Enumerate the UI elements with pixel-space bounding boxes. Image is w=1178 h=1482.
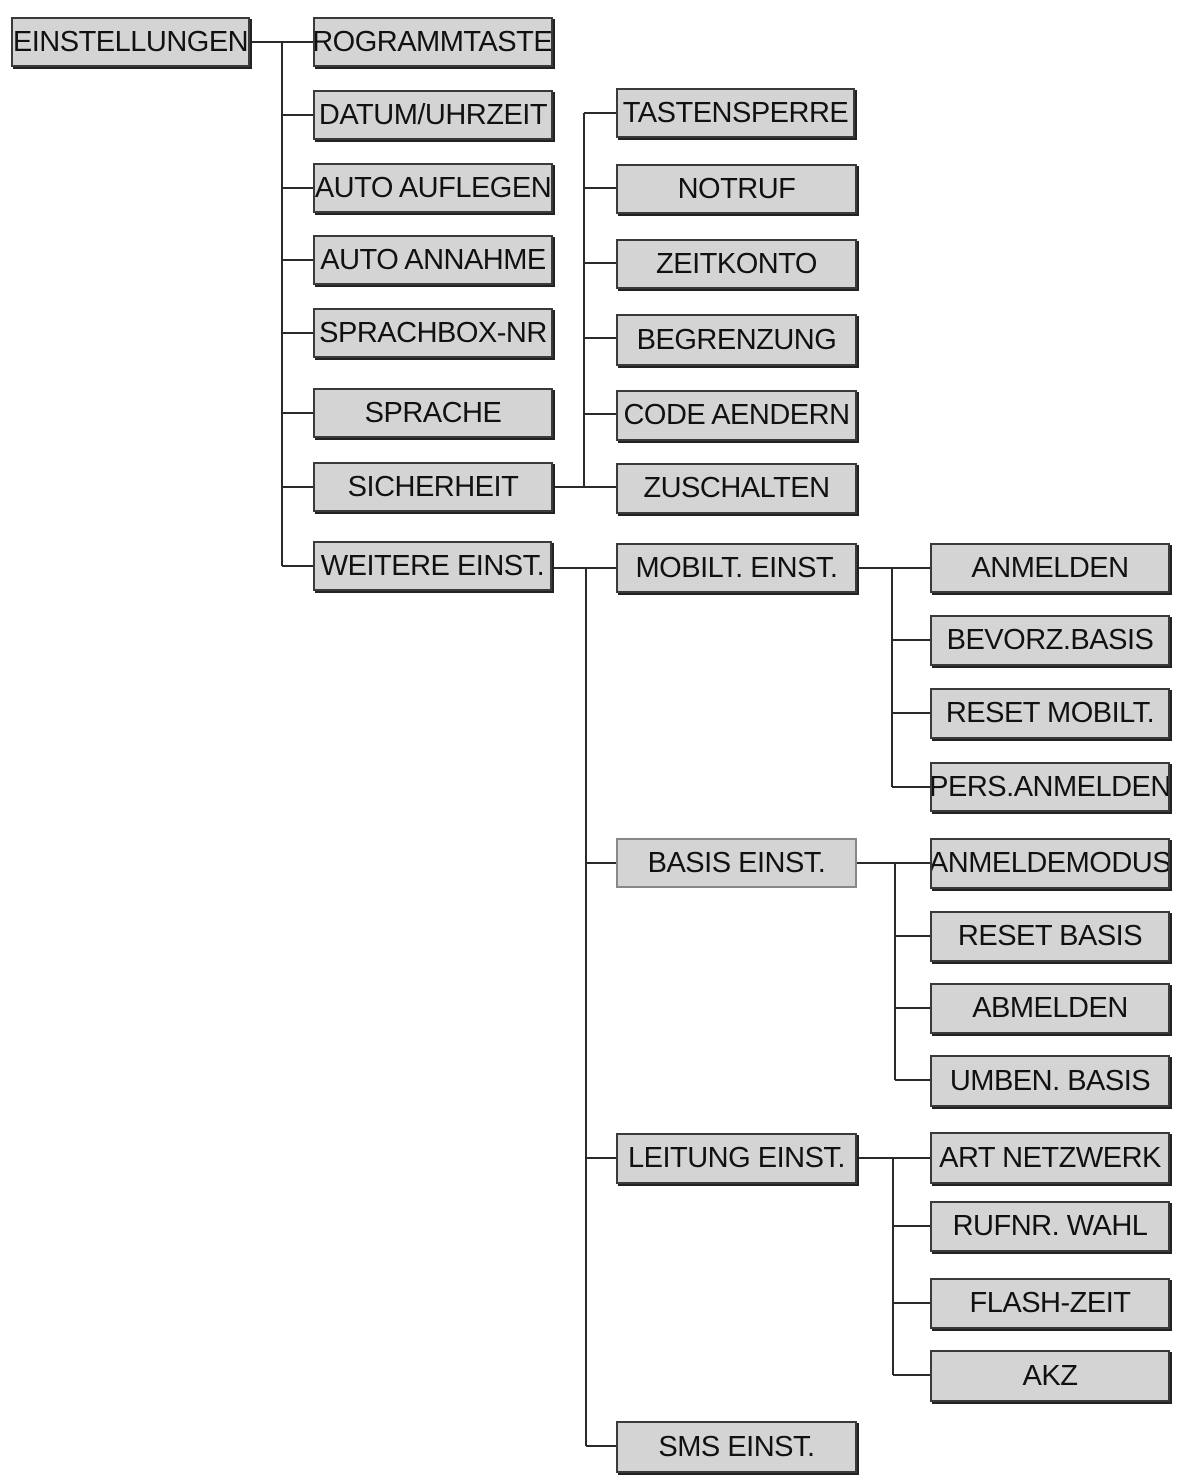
node-sprache: SPRACHE — [313, 388, 553, 438]
node-mobilt-einst: MOBILT. EINST. — [616, 543, 857, 593]
node-akz: AKZ — [930, 1350, 1170, 1402]
node-notruf: NOTRUF — [616, 164, 857, 214]
node-art-netzwerk: ART NETZWERK — [930, 1132, 1170, 1184]
node-pers-anmelden: PERS.ANMELDEN — [930, 762, 1170, 812]
node-tastensperre: TASTENSPERRE — [616, 88, 855, 138]
node-begrenzung: BEGRENZUNG — [616, 314, 857, 366]
node-datum-uhrzeit: DATUM/UHRZEIT — [313, 90, 553, 140]
node-sicherheit: SICHERHEIT — [313, 462, 553, 512]
node-flash-zeit: FLASH-ZEIT — [930, 1278, 1170, 1329]
node-sms-einst: SMS EINST. — [616, 1421, 857, 1473]
node-weitere-einst: WEITERE EINST. — [313, 541, 552, 591]
node-reset-basis: RESET BASIS — [930, 911, 1170, 962]
node-sprachbox-nr: SPRACHBOX-NR — [313, 308, 553, 358]
node-bevorz-basis: BEVORZ.BASIS — [930, 615, 1170, 666]
node-basis-einst: BASIS EINST. — [616, 838, 857, 888]
node-rufnr-wahl: RUFNR. WAHL — [930, 1201, 1170, 1252]
node-auto-annahme: AUTO ANNAHME — [313, 235, 553, 285]
node-auto-auflegen: AUTO AUFLEGEN — [313, 163, 553, 213]
node-abmelden: ABMELDEN — [930, 983, 1170, 1034]
node-programmtasten: PROGRAMMTASTEN — [313, 17, 553, 67]
node-umben-basis: UMBEN. BASIS — [930, 1055, 1170, 1107]
node-reset-mobilt: RESET MOBILT. — [930, 688, 1170, 739]
node-einstellungen: EINSTELLUNGEN — [11, 17, 250, 67]
node-zeitkonto: ZEITKONTO — [616, 239, 857, 289]
node-leitung-einst: LEITUNG EINST. — [616, 1133, 857, 1184]
node-zuschalten: ZUSCHALTEN — [616, 463, 857, 514]
node-code-aendern: CODE AENDERN — [616, 390, 857, 441]
node-anmelden: ANMELDEN — [930, 543, 1170, 593]
node-anmeldemodus: ANMELDEMODUS — [930, 838, 1170, 889]
